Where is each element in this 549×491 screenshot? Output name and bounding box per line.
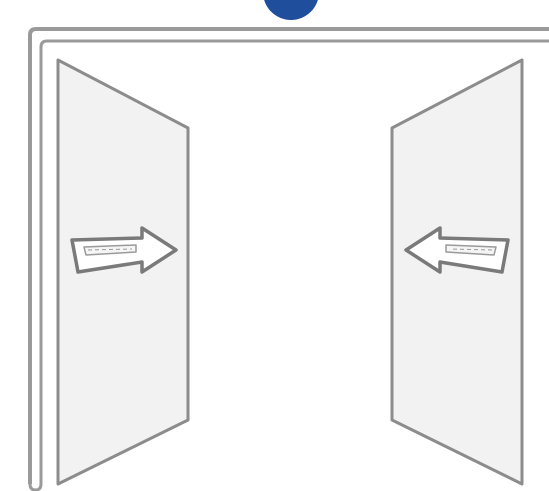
right-door bbox=[392, 60, 522, 484]
badge-icon bbox=[263, 0, 319, 20]
left-door bbox=[58, 60, 188, 484]
